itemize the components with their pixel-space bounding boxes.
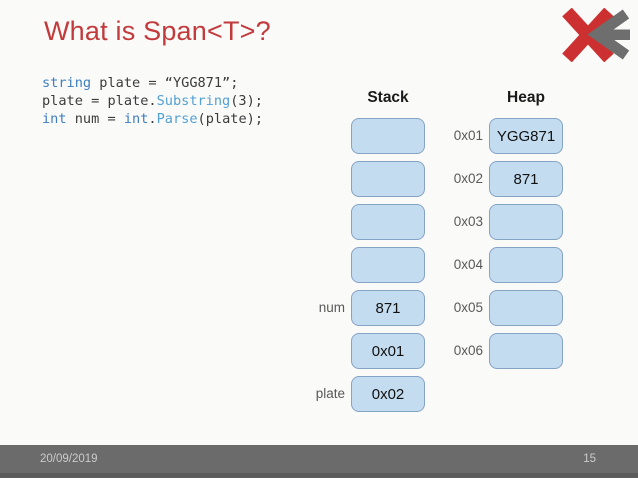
heap-cell	[489, 247, 563, 283]
stack-cell	[351, 161, 425, 197]
stack-cell	[351, 204, 425, 240]
footer-bottom-strip	[0, 473, 638, 478]
stack-cell	[351, 118, 425, 154]
heap-address: 0x01	[453, 128, 483, 143]
heap-cell	[489, 204, 563, 240]
heap-address: 0x03	[453, 214, 483, 229]
heap-address: 0x05	[453, 300, 483, 315]
heap-cell: 871	[489, 161, 563, 197]
code-token: (plate);	[197, 111, 264, 127]
heap-cell	[489, 290, 563, 326]
code-block: string plate = “YGG871”;plate = plate.Su…	[42, 74, 263, 128]
code-token: int	[123, 111, 149, 127]
code-line: plate = plate.Substring(3);	[42, 92, 263, 110]
stack-cell-plate: 0x02	[351, 376, 425, 412]
heap-address: 0x04	[453, 257, 483, 272]
stack-cell	[351, 247, 425, 283]
heap-cell: YGG871	[489, 118, 563, 154]
code-token: string	[42, 75, 92, 91]
code-token: Parse	[156, 111, 198, 127]
code-token: Substring	[156, 93, 231, 109]
heap-address: 0x02	[453, 171, 483, 186]
code-token: (3);	[230, 93, 263, 109]
code-token: plate = plate.	[42, 93, 157, 109]
code-token: .	[148, 111, 157, 127]
code-token: plate = “YGG871”;	[91, 75, 239, 91]
stack-column-header: Stack	[367, 89, 409, 106]
footer-bar: 20/09/2019 15	[0, 445, 638, 478]
footer-page-number: 15	[583, 453, 596, 465]
code-token: int	[42, 111, 67, 127]
company-logo-icon	[562, 8, 630, 62]
footer-date: 20/09/2019	[40, 453, 98, 465]
code-line: int num = int.Parse(plate);	[42, 110, 263, 128]
stack-cell-num: 871	[351, 290, 425, 326]
var-label-plate: plate	[315, 386, 345, 401]
page-title: What is Span<T>?	[44, 16, 271, 46]
heap-cell	[489, 333, 563, 369]
code-token: num =	[66, 111, 124, 127]
code-line: string plate = “YGG871”;	[42, 74, 263, 92]
stack-cell-pointer: 0x01	[351, 333, 425, 369]
heap-column-header: Heap	[507, 89, 545, 106]
var-label-num: num	[318, 300, 345, 315]
heap-address: 0x06	[453, 343, 483, 358]
